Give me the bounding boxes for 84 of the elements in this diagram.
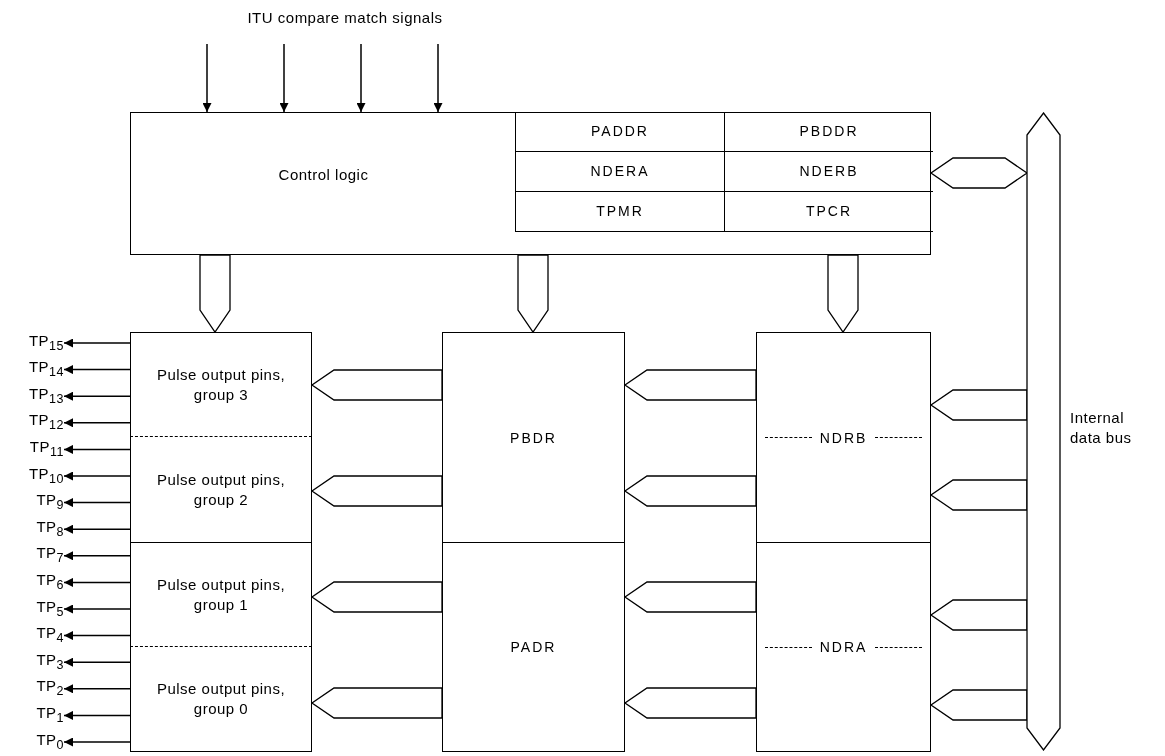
arrow xyxy=(63,631,131,641)
block-label: Pulse output pins, group 0 xyxy=(155,679,287,719)
arrow xyxy=(63,471,131,481)
block-box xyxy=(442,543,625,752)
block-box xyxy=(130,543,312,647)
bus-arrow xyxy=(929,599,1028,631)
pin-label: TP$_{8}$ xyxy=(36,516,64,541)
bus-arrow xyxy=(929,157,1029,189)
bus-arrow xyxy=(199,254,231,334)
arrow xyxy=(63,498,131,508)
register-cell xyxy=(515,151,724,192)
register-box xyxy=(756,332,931,543)
pin-label: TP$_{1}$ xyxy=(36,702,64,727)
bus-arrow xyxy=(517,254,549,334)
pin-label: TP$_{7}$ xyxy=(36,543,64,568)
arrow xyxy=(63,684,131,694)
block-label: Pulse output pins, group 2 xyxy=(155,469,287,510)
block-box xyxy=(442,332,625,543)
arrow xyxy=(63,338,131,348)
arrow xyxy=(202,43,212,113)
arrow xyxy=(63,418,131,428)
bus-arrow xyxy=(310,475,443,507)
register-name: NDERB xyxy=(799,162,859,181)
pin-label: TP$_{10}$ xyxy=(28,463,64,488)
control-logic-box xyxy=(130,112,931,255)
bus-arrow xyxy=(929,689,1028,721)
block-box xyxy=(130,647,312,752)
pin-label: TP$_{5}$ xyxy=(36,596,64,621)
pin-label: TP$_{14}$ xyxy=(28,357,64,382)
arrow xyxy=(279,43,289,113)
block-box xyxy=(130,437,312,543)
bus-arrow xyxy=(929,479,1028,511)
block-label: Control logic xyxy=(277,165,370,185)
arrow xyxy=(63,444,131,454)
register-cell xyxy=(724,111,933,152)
arrow xyxy=(63,524,131,534)
block-label: PBDR xyxy=(509,428,558,448)
pin-label: TP$_{6}$ xyxy=(36,569,64,594)
register-name: NDRA xyxy=(819,638,868,657)
register-cell xyxy=(724,191,933,232)
signal-label: ITU compare match signals xyxy=(247,8,443,28)
pin-label: TP$_{4}$ xyxy=(36,623,64,648)
arrow xyxy=(63,604,131,614)
block-label: Pulse output pins, group 1 xyxy=(155,574,287,615)
register-name: PBDDR xyxy=(799,122,859,141)
register-name: TPMR xyxy=(596,202,644,221)
pin-label: TP$_{0}$ xyxy=(36,729,64,754)
register-name: NDERA xyxy=(590,162,650,181)
bus-label: Internal data bus xyxy=(1070,408,1133,448)
register-name: TPCR xyxy=(805,202,853,221)
bus-arrow xyxy=(623,369,757,401)
arrow xyxy=(433,43,443,113)
block-box xyxy=(130,332,312,437)
register-box xyxy=(756,543,931,752)
bus-arrow xyxy=(623,581,757,613)
bus-arrow xyxy=(623,687,757,719)
bus-arrow xyxy=(310,369,443,401)
bus-arrow xyxy=(929,389,1028,421)
arrow xyxy=(63,551,131,561)
arrow xyxy=(63,737,131,747)
register-name: PADDR xyxy=(591,122,649,141)
pin-label: TP$_{9}$ xyxy=(36,490,64,515)
arrow xyxy=(63,710,131,720)
block-label: PADR xyxy=(509,638,558,657)
register-cell xyxy=(515,191,724,232)
pin-label: TP$_{13}$ xyxy=(28,383,64,408)
pin-label: TP$_{11}$ xyxy=(29,436,64,461)
arrow xyxy=(63,365,131,375)
register-cell xyxy=(724,151,933,192)
pin-label: TP$_{3}$ xyxy=(36,649,64,674)
pin-label: TP$_{12}$ xyxy=(28,410,64,435)
bus-arrow xyxy=(310,581,443,613)
register-cell xyxy=(515,111,724,152)
arrow xyxy=(63,657,131,667)
bus-arrow xyxy=(827,254,859,334)
pin-label: TP$_{2}$ xyxy=(36,676,64,701)
block-label: Pulse output pins, group 3 xyxy=(155,364,287,405)
arrow xyxy=(63,391,131,401)
arrow xyxy=(356,43,366,113)
pin-label: TP$_{15}$ xyxy=(28,330,64,355)
bus-arrow xyxy=(623,475,757,507)
arrow xyxy=(63,577,131,587)
register-name: NDRB xyxy=(819,428,868,448)
bus-arrow xyxy=(310,687,443,719)
